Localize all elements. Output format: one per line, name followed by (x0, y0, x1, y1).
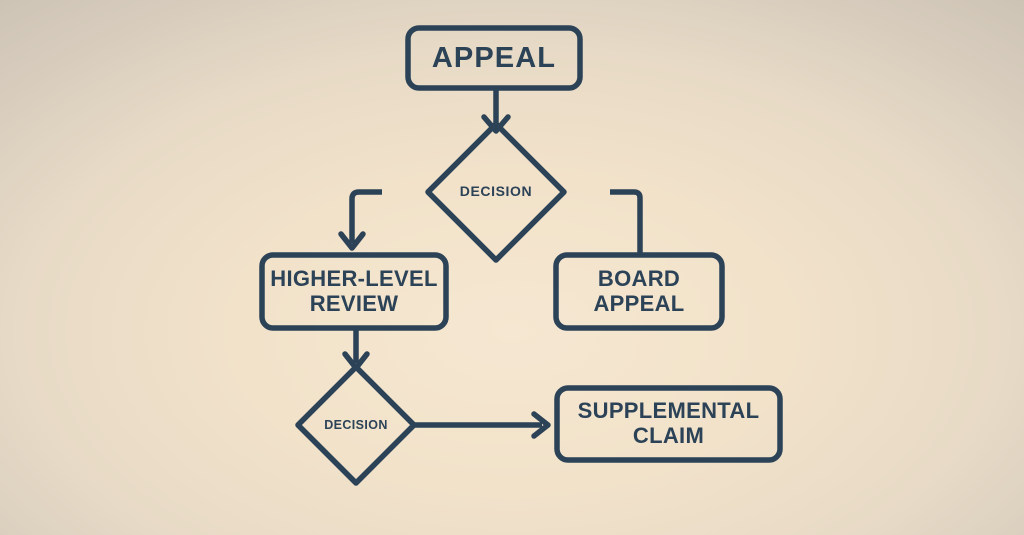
edge-decision1-to-board-appeal (610, 189, 643, 255)
node-decision-2-shape[interactable] (295, 364, 417, 486)
node-board-appeal-shape[interactable] (553, 252, 725, 331)
node-appeal-shape[interactable] (405, 25, 583, 91)
node-higher-level-review-shape[interactable] (259, 252, 449, 331)
node-supplemental-claim-shape[interactable] (554, 385, 783, 463)
arrowhead-appeal-to-decision1 (481, 114, 511, 134)
arrowhead-decision1-to-higher-level-review (338, 231, 366, 251)
node-decision-1-shape[interactable] (425, 121, 567, 263)
edge-decision1-to-higher-level-review (349, 189, 382, 243)
arrowhead-decision2-to-supplemental-claim (531, 411, 551, 439)
